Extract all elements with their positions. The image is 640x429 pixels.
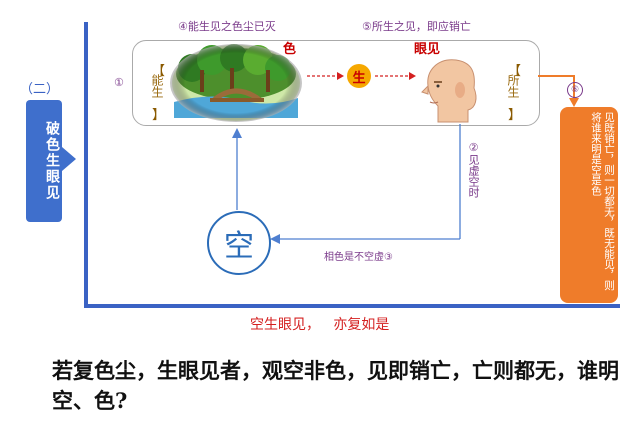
vertical-axis xyxy=(84,22,88,308)
sheng-circle: 生 xyxy=(347,64,371,88)
left-bracket-close: 】 xyxy=(152,108,166,123)
arrow-se-to-sheng-icon xyxy=(307,72,344,80)
marker-1: ① xyxy=(114,76,124,89)
side-arrow-icon xyxy=(62,147,76,171)
arrow-sheng-to-eye-icon xyxy=(375,72,416,80)
left-bracket-text: 能生 xyxy=(150,74,164,98)
conclusion-text: 见既销亡，则一切都无，既无能见，则将谁来明是空是色 xyxy=(590,112,615,291)
head-profile-image xyxy=(421,59,477,123)
side-label-box xyxy=(26,100,62,222)
right-bracket-close: 】 xyxy=(508,108,522,123)
horizontal-axis xyxy=(84,304,620,308)
note-3: 相色是不空虚③ xyxy=(324,252,393,263)
note-4: ④能生见之色尘已灭 xyxy=(178,20,276,33)
landscape-image xyxy=(170,44,302,122)
se-label: 色 xyxy=(283,42,297,57)
left-bracket-open: 【 xyxy=(152,64,166,79)
note-5: ⑤所生之见，即应销亡 xyxy=(362,20,471,33)
side-label: 破色生眼见 xyxy=(44,121,60,201)
marker-6: ⑥ xyxy=(567,82,583,98)
yanjian-label: 眼见 xyxy=(414,42,441,57)
body-text: 若复色尘，生眼见者，观空非色，见即销亡，亡则都无，谁明空、色? xyxy=(52,358,619,413)
conclusion-box xyxy=(560,107,618,303)
kong-circle: 空 xyxy=(207,211,271,275)
right-bracket-text: 所生 xyxy=(506,74,520,98)
caption: 空生眼见， 亦复如是 xyxy=(250,317,390,333)
right-bracket-open: 【 xyxy=(508,64,522,79)
void-loop-arrows xyxy=(232,124,461,244)
section-number: （二） xyxy=(20,82,60,97)
note-2: ②见虚空时 xyxy=(467,141,480,198)
